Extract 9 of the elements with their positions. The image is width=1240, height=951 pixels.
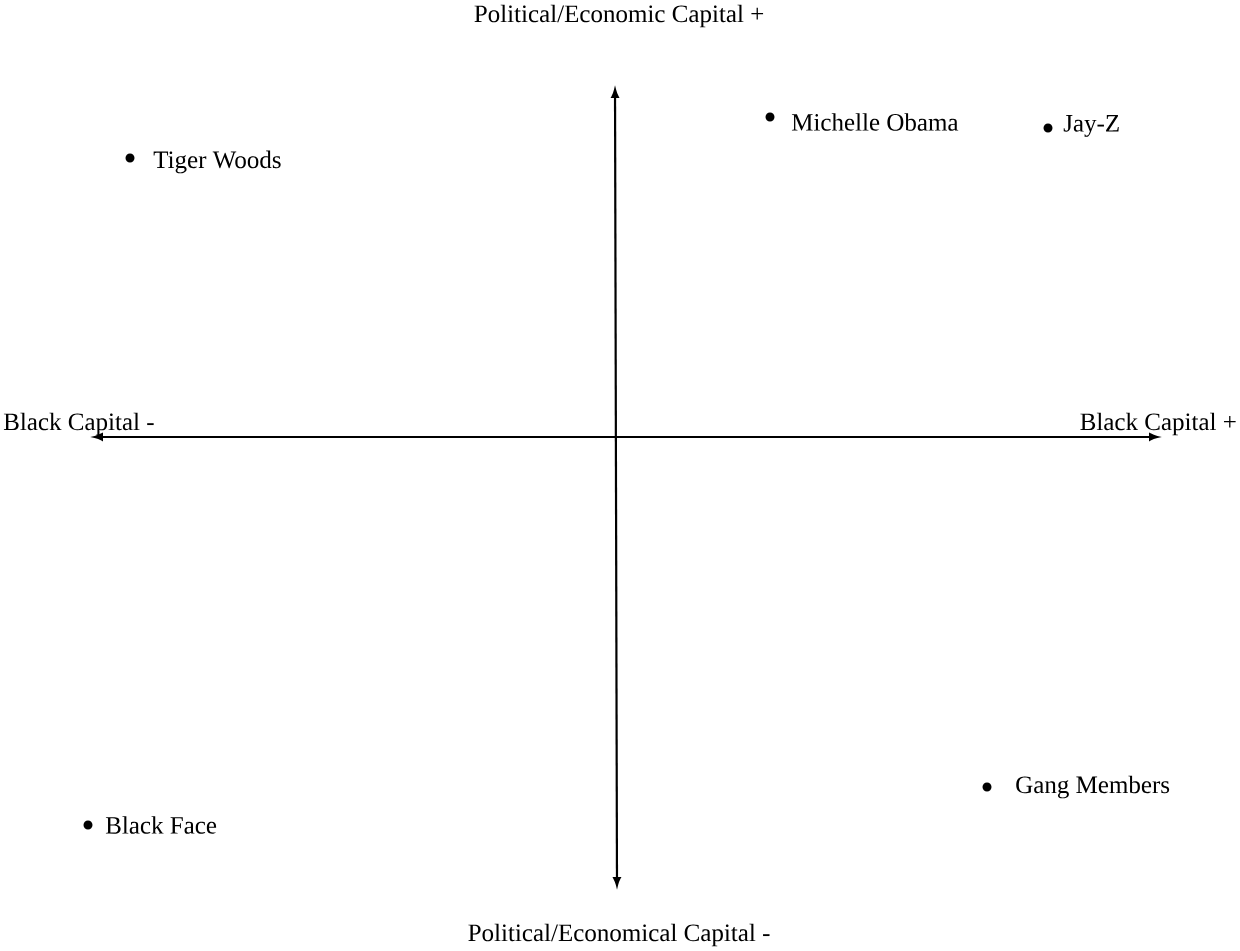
point-label: Gang Members	[1016, 775, 1170, 799]
axis-label: Political/Economic Capital +	[474, 4, 764, 28]
point-label: Jay-Z	[1063, 115, 1119, 137]
point-label: Black Face	[105, 816, 217, 834]
axis-label: Political/Economical Capital -	[468, 923, 770, 947]
point-label: Michelle Obama	[791, 113, 959, 131]
axis-label: Black Capital +	[1080, 412, 1236, 436]
point-label: Tiger Woods	[153, 150, 281, 174]
axis-label: Black Capital -	[3, 412, 154, 436]
